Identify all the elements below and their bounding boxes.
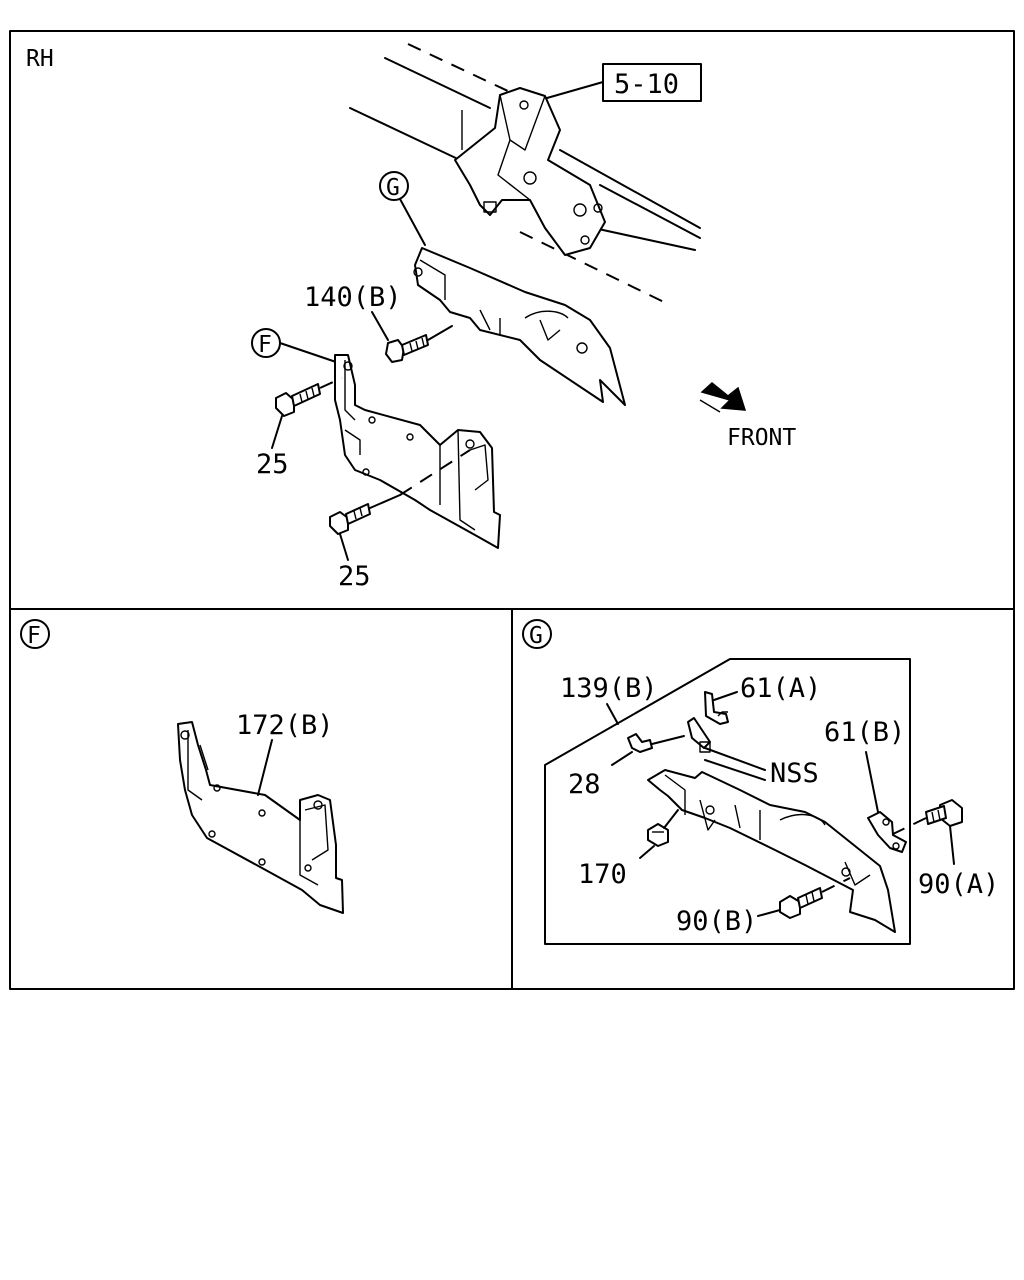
panel-f-title: F bbox=[20, 619, 50, 649]
detail-frame-g bbox=[544, 658, 911, 945]
label-25-upper: 25 bbox=[256, 449, 289, 480]
clip-28 bbox=[611, 733, 685, 766]
label-28: 28 bbox=[568, 769, 601, 800]
heat-shield-lower bbox=[334, 354, 501, 549]
callout-g: G bbox=[379, 171, 426, 246]
label-nss: NSS bbox=[770, 758, 819, 789]
bolt-140b bbox=[371, 311, 453, 363]
bolt-90a bbox=[892, 799, 963, 865]
bolt-90b bbox=[757, 877, 851, 919]
front-arrow-icon bbox=[699, 382, 747, 413]
callout-f: F bbox=[251, 328, 337, 363]
panel-g-title: G bbox=[522, 619, 552, 649]
reference-box-label: 5-10 bbox=[614, 69, 679, 100]
label-172b: 172(B) bbox=[236, 710, 334, 741]
callout-g-label: G bbox=[386, 175, 400, 201]
label-61a: 61(A) bbox=[740, 673, 821, 704]
label-90b: 90(B) bbox=[676, 906, 757, 937]
heat-shield-139b bbox=[647, 717, 896, 933]
label-139b: 139(B) bbox=[560, 673, 658, 704]
heat-shield-upper bbox=[413, 247, 626, 406]
label-170: 170 bbox=[578, 859, 627, 890]
panel-top-title: RH bbox=[26, 46, 54, 72]
reference-box-5-10: 5-10 bbox=[546, 63, 702, 102]
label-90a: 90(A) bbox=[918, 869, 999, 900]
heat-shield-172b bbox=[177, 721, 344, 914]
panel-g-title-label: G bbox=[529, 623, 543, 649]
bracket-61b bbox=[865, 751, 907, 853]
engine-mount-bracket bbox=[454, 87, 606, 256]
label-140b: 140(B) bbox=[304, 282, 402, 313]
front-label: FRONT bbox=[727, 425, 796, 451]
clip-61a bbox=[704, 691, 738, 725]
label-25-lower: 25 bbox=[338, 561, 371, 592]
bolt-25-upper bbox=[271, 377, 343, 449]
panel-bottom-right-frame bbox=[511, 608, 1015, 990]
frame-rail bbox=[349, 43, 701, 306]
callout-f-label: F bbox=[258, 332, 272, 358]
label-61b: 61(B) bbox=[824, 717, 905, 748]
bolt-25-lower bbox=[329, 449, 471, 561]
nut-170 bbox=[639, 809, 679, 859]
panel-f-title-label: F bbox=[27, 623, 41, 649]
